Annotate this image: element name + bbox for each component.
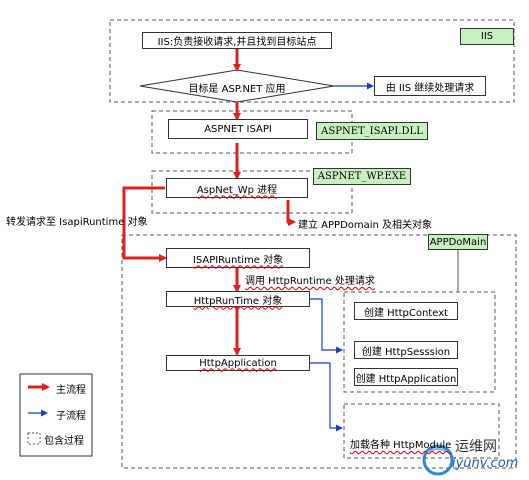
create-httpsession-label: 创建 HttpSesssion <box>361 346 451 358</box>
aspnet-wp-process-box: AspNet_Wp 进程 <box>166 178 308 198</box>
main-arrow-forward <box>122 186 167 262</box>
httpapplication-label: HttpApplication <box>199 357 277 369</box>
aspnet-wp-exe-label: ASPNET_WP.EXE <box>317 171 407 182</box>
build-appdomain-label: 建立 APPDomain 及相关对象 <box>298 220 433 231</box>
aspnet-isapi-dll-badge: ASPNET_ISAPI.DLL <box>316 122 428 140</box>
sub-arrow-creation <box>310 298 343 354</box>
call-httpruntime-wrap: 调用 HttpRuntime 处理请求 <box>245 272 375 287</box>
forward-label: 转发请求至 IsapiRuntime 对象 <box>6 217 148 228</box>
iis-step-box: IIS:负责接收请求,并且找到目标站点 <box>142 32 332 49</box>
forward-label-wrap: 转发请求至 IsapiRuntime 对象 <box>6 213 148 228</box>
aspnet-wp-exe-badge: ASPNET_WP.EXE <box>313 168 411 185</box>
create-httpcontext-label: 创建 HttpContext <box>363 307 449 319</box>
aspnet-wp-process-label: AspNet_Wp 进程 <box>196 184 278 196</box>
isapiruntime-box: ISAPIRuntime 对象 <box>166 248 310 268</box>
aspnet-isapi-label: ASPNET ISAPI <box>204 123 272 135</box>
build-appdomain-wrap: 建立 APPDomain 及相关对象 <box>298 216 432 231</box>
iis-continue-box: 由 IIS 继续处理请求 <box>374 76 486 96</box>
create-httpcontext-box: 创建 HttpContext <box>354 302 458 320</box>
module-frame <box>343 403 500 459</box>
isapiruntime-label: ISAPIRuntime 对象 <box>192 254 284 266</box>
create-httpapplication-box: 创建 HttpApplication <box>354 368 458 386</box>
load-modules-wrap: 加载各种 HttpModule <box>350 436 451 451</box>
legend-contains-text: 包含过程 <box>44 436 84 447</box>
legend-sub-text: 子流程 <box>56 411 86 422</box>
watermark-url: iyunv.com <box>452 456 518 471</box>
create-httpapplication-label: 创建 HttpApplication <box>355 373 457 385</box>
appdomain-frame <box>121 234 517 469</box>
legend-frame <box>19 373 93 457</box>
main-arrow-appdomain <box>286 200 296 226</box>
sub-arrow-modules <box>310 362 343 432</box>
iis-continue-label: 由 IIS 继续处理请求 <box>385 82 475 94</box>
legend-contains-text-wrap: 包含过程 <box>44 432 84 447</box>
wp-frame <box>151 170 353 214</box>
decision-label: 目标是 ASP.NET 应用 <box>188 84 286 95</box>
call-httpruntime-label: 调用 HttpRuntime 处理请求 <box>245 276 375 287</box>
aspnet-isapi-box: ASPNET ISAPI <box>168 119 308 139</box>
iis-badge-label: IIS <box>480 31 494 42</box>
load-modules-label: 加载各种 HttpModule <box>350 440 452 451</box>
httpapplication-box: HttpApplication <box>166 355 310 371</box>
create-httpsession-box: 创建 HttpSesssion <box>354 341 458 359</box>
legend-sub-text-wrap: 子流程 <box>56 407 86 422</box>
legend-main-text-wrap: 主流程 <box>56 381 86 396</box>
watermark-brand-text: 运维网 <box>455 439 497 455</box>
appdomain-badge: APPDoMain <box>428 234 488 250</box>
httpruntime-box: HttpRunTime 对象 <box>166 291 310 307</box>
httpruntime-label: HttpRunTime 对象 <box>193 295 283 307</box>
legend-main-text: 主流程 <box>56 385 86 396</box>
watermark-brand: 运维网 <box>455 436 497 456</box>
decision-label-wrap: 目标是 ASP.NET 应用 <box>180 80 294 95</box>
iis-badge: IIS <box>460 28 514 45</box>
watermark-globe <box>422 444 454 476</box>
iis-step-label: IIS:负责接收请求,并且找到目标站点 <box>157 37 317 48</box>
iis-frame <box>109 19 515 103</box>
legend-dashed-swatch <box>27 432 41 445</box>
aspnet-isapi-dll-label: ASPNET_ISAPI.DLL <box>321 125 423 137</box>
watermark-url-text: iyunv.com <box>452 456 519 471</box>
appdomain-badge-label: APPDoMain <box>429 236 487 248</box>
creation-frame <box>343 291 496 393</box>
